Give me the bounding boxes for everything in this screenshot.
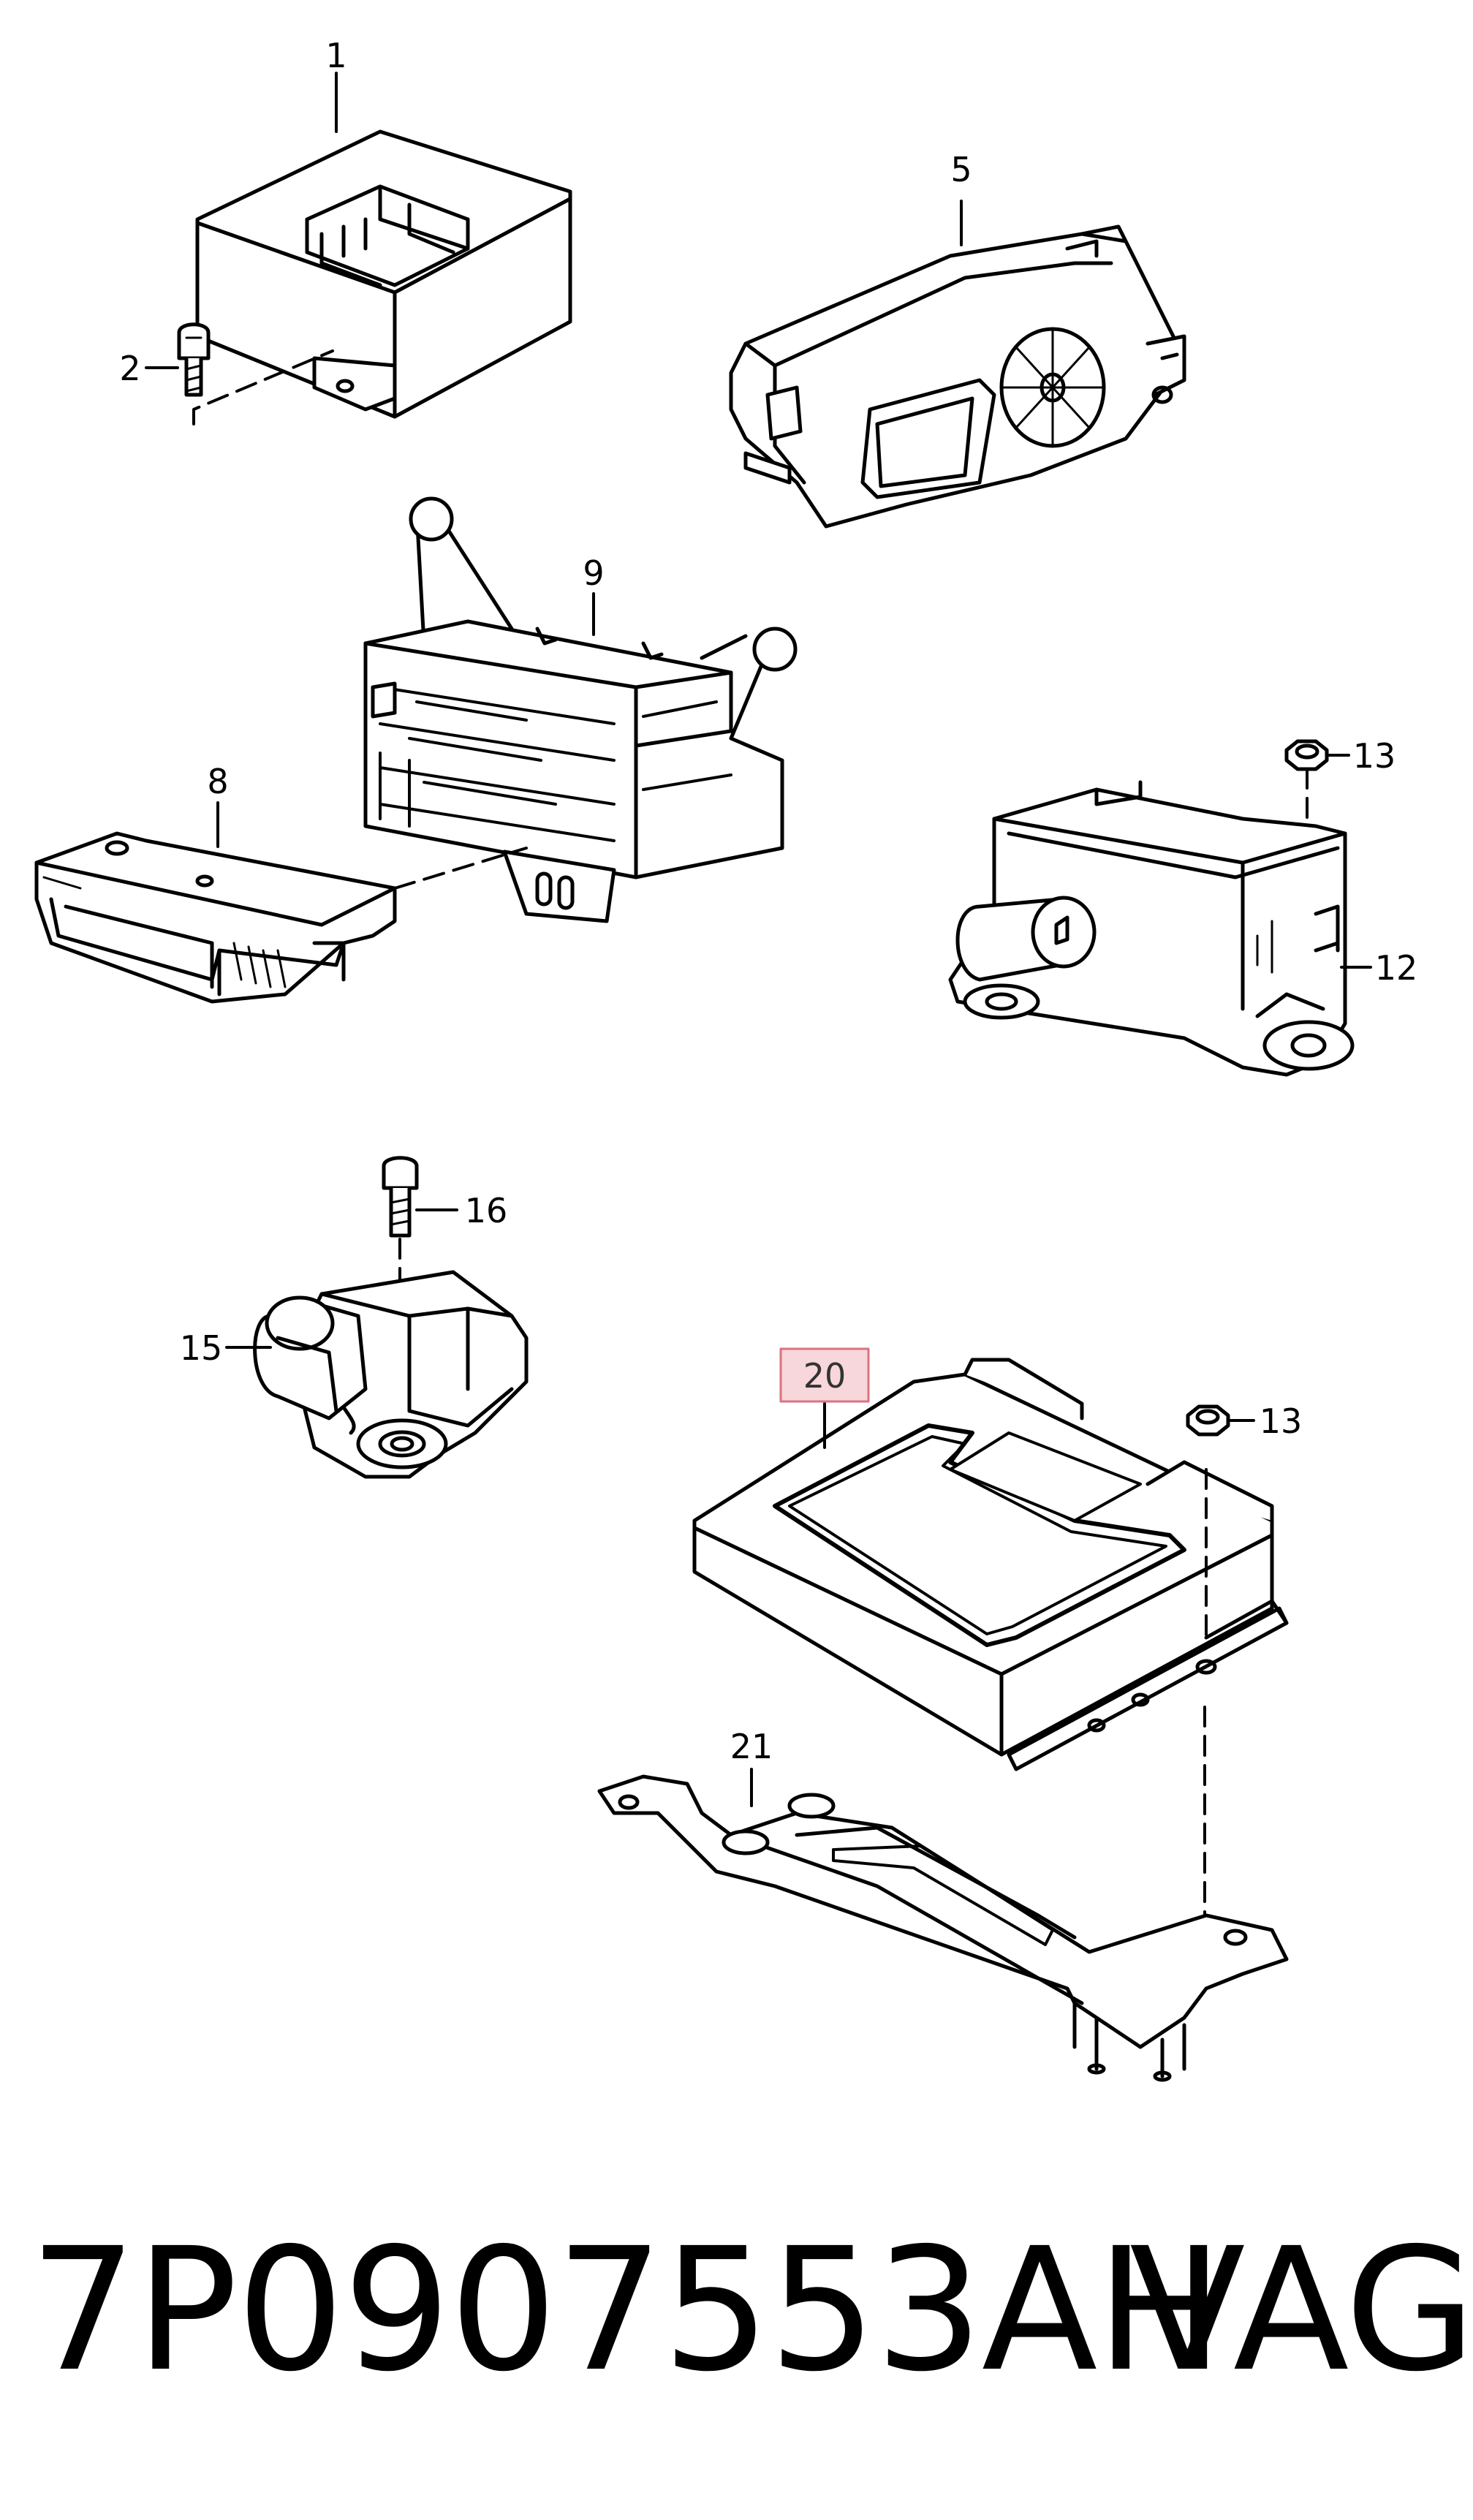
axis-line-8-9 <box>393 847 528 890</box>
part-21-bracket <box>597 1774 1289 2082</box>
axis-line-2 <box>192 349 334 425</box>
callout-20-highlight <box>779 1347 870 1403</box>
callout-20: 20 <box>803 1356 847 1396</box>
part-2-screw <box>177 322 211 397</box>
callout-8: 8 <box>207 762 228 801</box>
part-9-holder <box>363 496 798 923</box>
callout-5: 5 <box>950 150 972 189</box>
callout-1: 1 <box>325 36 347 75</box>
callout-13-upper: 13 <box>1353 736 1396 776</box>
callout-15: 15 <box>180 1328 223 1368</box>
callout-12: 12 <box>1375 948 1418 988</box>
brand-text: VAG <box>1129 2211 1473 2409</box>
part-1-control-unit <box>195 129 572 419</box>
part-13-nut-lower <box>1186 1404 1230 1437</box>
part-number-text: 7P0907553AH <box>29 2211 1224 2409</box>
part-8-connector <box>34 831 397 1004</box>
part-15-crash-sensor <box>253 1270 529 1479</box>
callout-13-lower: 13 <box>1260 1401 1303 1441</box>
part-5-actuator <box>729 224 1186 529</box>
callout-2: 2 <box>119 349 140 388</box>
part-12-sensor <box>948 780 1355 1077</box>
callout-21: 21 <box>730 1727 773 1766</box>
callout-16: 16 <box>465 1191 508 1230</box>
callout-9: 9 <box>583 553 604 593</box>
part-20-airbag-control-unit <box>692 1358 1289 1771</box>
part-13-nut-upper <box>1284 739 1329 824</box>
